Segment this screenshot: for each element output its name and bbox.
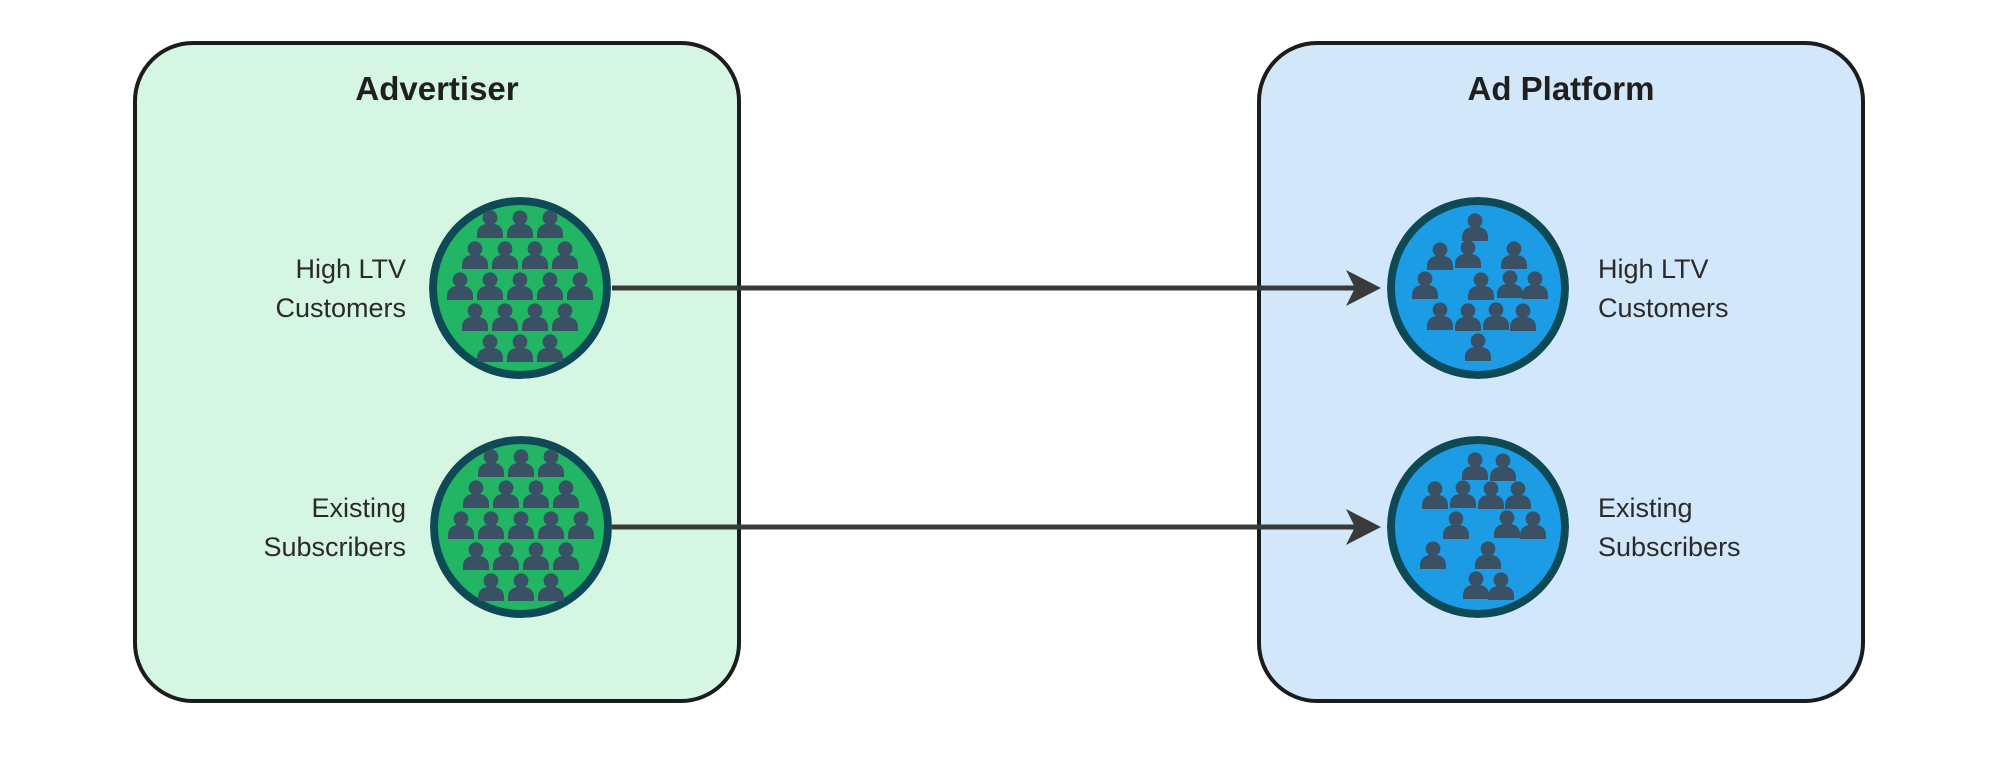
advertiser-subscribers-audience (430, 436, 612, 618)
flow-arrow (612, 270, 1381, 306)
platform-subscribers-label: Existing Subscribers (1598, 493, 1741, 562)
platform-high-ltv-label: High LTV Customers (1598, 254, 1729, 323)
flow-arrow (612, 509, 1381, 545)
arrowhead-icon (1346, 270, 1381, 306)
advertiser-box: Advertiser (133, 41, 741, 703)
advertiser-subscribers-label: Existing Subscribers (263, 493, 406, 562)
advertiser-high-ltv-label: High LTV Customers (275, 254, 406, 323)
arrowhead-icon (1346, 509, 1381, 545)
advertiser-high-ltv-audience (429, 197, 611, 379)
platform-high-ltv-audience (1387, 197, 1569, 379)
ad-platform-title: Ad Platform (1467, 70, 1655, 107)
ad-platform-box: Ad Platform (1257, 41, 1865, 703)
advertiser-title: Advertiser (355, 70, 519, 107)
platform-subscribers-audience (1387, 436, 1569, 618)
